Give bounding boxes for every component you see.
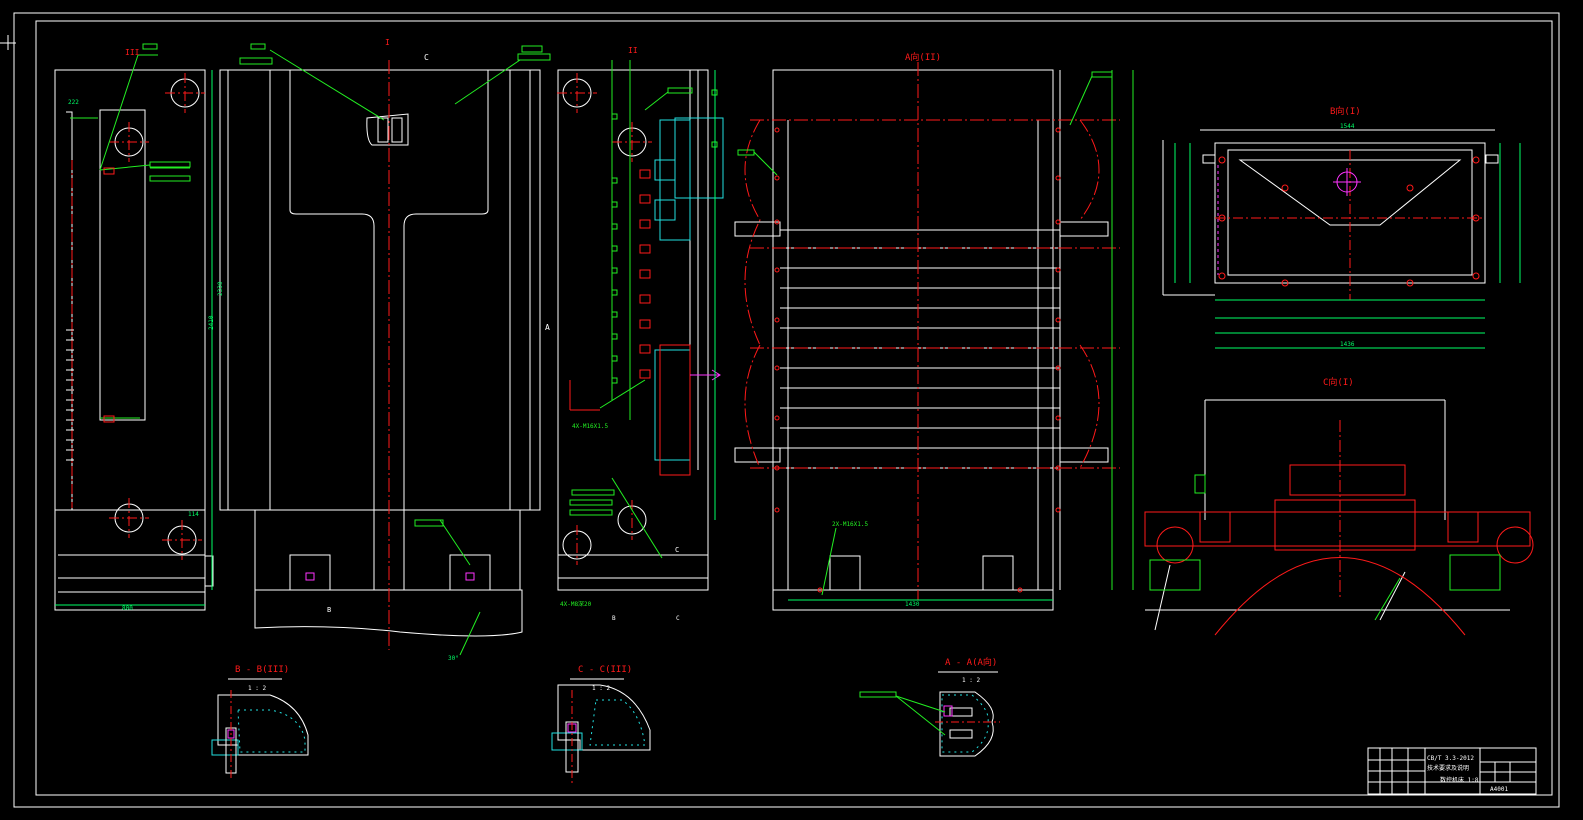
view-ii-label: II xyxy=(628,46,638,55)
view-a-red-bolts xyxy=(774,127,1061,593)
section-b-label: B xyxy=(612,615,616,622)
view-b-magenta xyxy=(1217,165,1361,275)
view-iii-ladder xyxy=(66,329,74,461)
view-c-green xyxy=(1149,474,1501,621)
view-a-label: A向(II) xyxy=(905,51,941,63)
view-a-leaders xyxy=(737,70,1134,596)
dim-1436: 1436 xyxy=(1340,341,1355,348)
note-bottom: 4X-M8深20 xyxy=(560,600,592,608)
title-block-code: A4001 xyxy=(1490,786,1508,793)
dim-114: 114 xyxy=(188,511,199,518)
view-ii-tick-marks xyxy=(611,89,718,384)
dim-2330: 2330 xyxy=(217,281,224,296)
view-ii-cyan-details xyxy=(654,117,724,461)
view-b-label: B向(I) xyxy=(1330,105,1361,117)
view-c-red xyxy=(1144,420,1534,636)
dim-222: 222 xyxy=(68,99,79,106)
title-block xyxy=(1367,747,1537,795)
title-block-line3: 数控机床 1:8 xyxy=(1440,776,1479,784)
dim-1544: 1544 xyxy=(1340,123,1355,130)
view-i-label: I xyxy=(385,38,390,47)
view-i-leaders xyxy=(239,43,551,656)
view-iii-leaders xyxy=(70,43,191,419)
dim-1430: 1430 xyxy=(905,601,920,608)
note-side-holes: 4X-M16X1.5 xyxy=(572,423,609,430)
view-iii-red-markers xyxy=(103,167,115,423)
section-aa: A - A(A向) 1 : 2 xyxy=(859,656,1000,757)
view-iii-label: III xyxy=(125,48,140,57)
section-c-marker: C xyxy=(675,546,679,554)
section-aa-scale: 1 : 2 xyxy=(962,677,980,684)
note-holes: 2X-M16X1.5 xyxy=(832,521,869,528)
view-i-pads xyxy=(305,572,475,581)
section-a-marker: A xyxy=(545,323,550,332)
title-block-line1: CB/T 3.3-2012 xyxy=(1427,755,1474,762)
view-c-label: C向(I) xyxy=(1323,376,1354,388)
dim-800: 800 xyxy=(122,605,133,612)
view-i-front-elevation xyxy=(219,69,541,637)
section-cc-scale: 1 : 2 xyxy=(592,685,610,692)
section-c-label: C xyxy=(676,615,680,622)
view-b-red xyxy=(1215,150,1485,300)
section-cc: C - C(III) 1 : 2 xyxy=(551,665,651,785)
title-block-line2: 技术要求及说明 xyxy=(1427,764,1469,772)
view-a-red-centerlines xyxy=(744,62,1120,600)
section-bb-scale: 1 : 2 xyxy=(248,685,266,692)
view-a-elevation xyxy=(734,69,1109,611)
view-b-dims xyxy=(1174,143,1521,349)
section-bb: B - B(III) 1 : 2 xyxy=(211,665,309,780)
angle-note: 30° xyxy=(448,655,459,662)
view-ii-centerlines xyxy=(557,73,652,565)
section-bb-title: B - B(III) xyxy=(235,665,289,675)
drawing-frame xyxy=(0,12,1560,808)
section-aa-title: A - A(A向) xyxy=(945,656,997,668)
view-iii-left-elevation xyxy=(54,69,214,611)
view-i-sublabel: C xyxy=(424,53,429,62)
view-ii-red-details xyxy=(569,169,691,476)
section-cc-title: C - C(III) xyxy=(578,665,632,675)
section-b-marker: B xyxy=(327,606,331,614)
